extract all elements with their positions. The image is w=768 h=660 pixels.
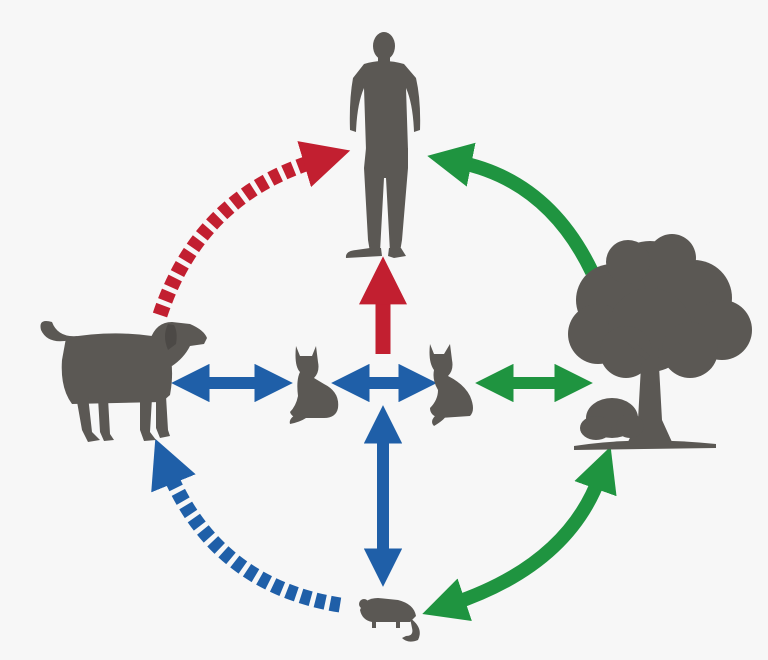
cat-silhouette-icon: [429, 344, 473, 426]
tree-silhouette-icon: [568, 234, 752, 450]
arrow-rodent-to-dog: [151, 438, 342, 613]
arrow-dog-to-human: [152, 141, 351, 318]
cat-silhouette-icon: [289, 346, 339, 424]
arrow-rodent-tree: [422, 446, 617, 621]
dog-silhouette-icon: [40, 321, 207, 442]
arrow-tree-to-human: [427, 142, 599, 276]
rodent-silhouette-icon: [359, 598, 420, 642]
human-silhouette-icon: [345, 32, 421, 258]
